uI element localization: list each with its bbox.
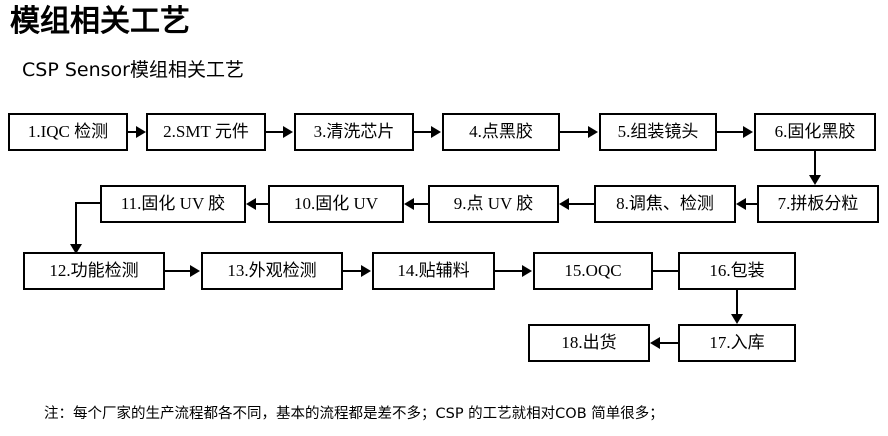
process-node-2[interactable]: 2.SMT 元件 xyxy=(146,113,266,151)
page-title: 模组相关工艺 xyxy=(10,4,190,39)
footnote-text: 注：每个厂家的生产流程都各不同，基本的流程都是差不多；CSP 的工艺就相对COB… xyxy=(44,406,664,422)
edge-7-8-line xyxy=(744,203,757,205)
edge-6-7-line xyxy=(814,151,816,177)
edge-11-12-line-horizontal xyxy=(75,202,102,204)
process-node-1[interactable]: 1.IQC 检测 xyxy=(8,113,128,151)
edge-11-12-arrowhead xyxy=(70,244,82,254)
process-node-14[interactable]: 14.贴辅料 xyxy=(372,252,495,290)
edge-6-7-arrowhead xyxy=(809,175,821,185)
process-node-15[interactable]: 15.OQC xyxy=(533,252,653,290)
edge-1-2-line xyxy=(128,131,136,133)
process-node-8[interactable]: 8.调焦、检测 xyxy=(594,185,736,223)
page-subtitle: CSP Sensor模组相关工艺 xyxy=(22,59,244,81)
process-node-6[interactable]: 6.固化黑胶 xyxy=(754,113,876,151)
edge-5-6-arrowhead xyxy=(743,126,753,138)
process-node-18[interactable]: 18.出货 xyxy=(528,324,650,362)
process-node-4[interactable]: 4.点黑胶 xyxy=(442,113,560,151)
edge-4-5-arrowhead xyxy=(588,126,598,138)
process-node-11[interactable]: 11.固化 UV 胶 xyxy=(100,185,246,223)
edge-12-13-line xyxy=(165,270,190,272)
edge-17-18-arrowhead xyxy=(650,337,660,349)
edge-14-15-line xyxy=(495,270,522,272)
process-node-10[interactable]: 10.固化 UV xyxy=(268,185,404,223)
edge-3-4-arrowhead xyxy=(431,126,441,138)
edge-8-9-arrowhead xyxy=(559,198,569,210)
edge-13-14-line xyxy=(343,270,361,272)
edge-2-3-arrowhead xyxy=(283,126,293,138)
process-node-5[interactable]: 5.组装镜头 xyxy=(599,113,717,151)
edge-3-4-line xyxy=(414,131,431,133)
edge-7-8-arrowhead xyxy=(736,198,746,210)
edge-13-14-arrowhead xyxy=(361,265,371,277)
edge-2-3-line xyxy=(266,131,283,133)
edge-17-18-line xyxy=(658,342,678,344)
edge-11-12-line-vertical xyxy=(75,202,77,246)
edge-10-11-arrowhead xyxy=(246,198,256,210)
edge-9-10-arrowhead xyxy=(404,198,414,210)
edge-16-17-arrowhead xyxy=(731,314,743,324)
edge-4-5-line xyxy=(560,131,588,133)
edge-5-6-line xyxy=(717,131,743,133)
process-node-17[interactable]: 17.入库 xyxy=(678,324,796,362)
process-node-13[interactable]: 13.外观检测 xyxy=(201,252,343,290)
edge-1-2-arrowhead xyxy=(136,126,146,138)
edge-8-9-line xyxy=(567,203,594,205)
process-node-16[interactable]: 16.包装 xyxy=(678,252,796,290)
edge-14-15-arrowhead xyxy=(522,265,532,277)
process-node-7[interactable]: 7.拼板分粒 xyxy=(757,185,879,223)
process-node-9[interactable]: 9.点 UV 胶 xyxy=(428,185,559,223)
edge-12-13-arrowhead xyxy=(190,265,200,277)
process-node-12[interactable]: 12.功能检测 xyxy=(23,252,165,290)
edge-15-16-line xyxy=(653,270,680,272)
edge-9-10-line xyxy=(412,203,428,205)
edge-10-11-line xyxy=(254,203,268,205)
process-node-3[interactable]: 3.清洗芯片 xyxy=(294,113,414,151)
edge-16-17-line xyxy=(736,290,738,316)
